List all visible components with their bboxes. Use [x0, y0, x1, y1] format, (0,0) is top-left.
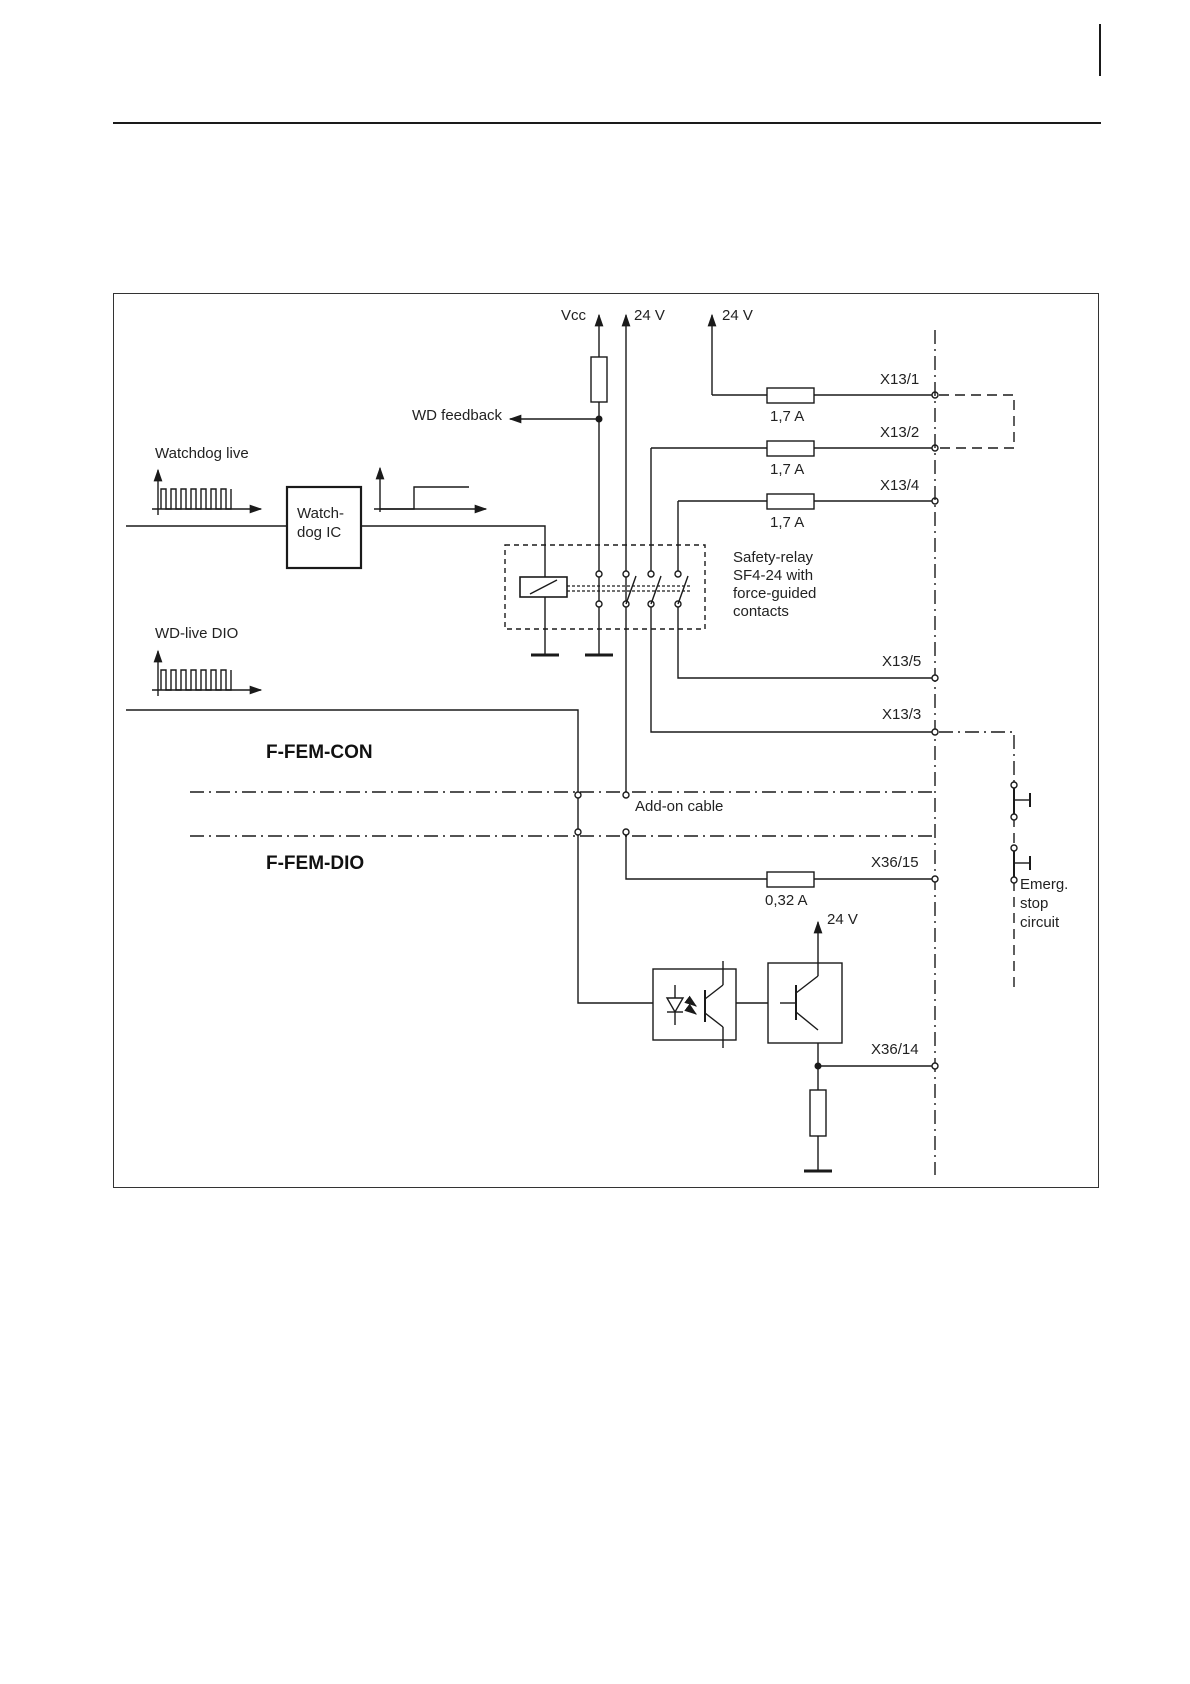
label-relay-2: SF4-24 with: [733, 567, 813, 584]
relay-contacts: [596, 571, 688, 655]
label-fuse-2: 1,7 A: [770, 461, 804, 478]
label-x36-14: X36/14: [871, 1041, 919, 1058]
label-fuse-4: 0,32 A: [765, 892, 808, 909]
label-x13-2: X13/2: [880, 424, 919, 441]
label-relay-1: Safety-relay: [733, 549, 814, 566]
watchdog-live-pulse: [152, 470, 261, 515]
wd-live-dio-pulse: [152, 651, 261, 696]
label-fuse-3: 1,7 A: [770, 514, 804, 531]
label-wd-live-dio: WD-live DIO: [155, 625, 238, 642]
pullup-resistor: [591, 357, 607, 402]
optocoupler: [653, 961, 736, 1048]
label-x13-5: X13/5: [882, 653, 921, 670]
label-x13-1: X13/1: [880, 371, 919, 388]
label-f-fem-dio: F-FEM-DIO: [266, 853, 364, 874]
label-x13-3: X13/3: [882, 706, 921, 723]
label-relay-3: force-guided: [733, 585, 816, 602]
label-addon-cable: Add-on cable: [635, 798, 723, 815]
label-vcc: Vcc: [561, 307, 587, 324]
label-wd-feedback: WD feedback: [412, 407, 503, 424]
safety-relay-block: [505, 545, 705, 629]
bridge-x13-1-x13-2: [939, 395, 1014, 448]
label-emerg-3: circuit: [1020, 914, 1060, 931]
pulldown-resistor: [810, 1090, 826, 1136]
output-transistor: [768, 963, 842, 1043]
label-24v-a: 24 V: [634, 307, 665, 324]
fuse-x13-1: [767, 388, 814, 403]
emergency-stop-button-a: [1011, 782, 1030, 820]
label-24v-b: 24 V: [722, 307, 753, 324]
label-watchdog-ic-1: Watch-: [297, 505, 344, 522]
fuse-x36-15: [767, 872, 814, 887]
fuse-x13-2: [767, 441, 814, 456]
label-x13-4: X13/4: [880, 477, 919, 494]
label-f-fem-con: F-FEM-CON: [266, 742, 373, 763]
label-watchdog-live: Watchdog live: [155, 445, 249, 462]
label-watchdog-ic-2: dog IC: [297, 524, 341, 541]
label-emerg-2: stop: [1020, 895, 1048, 912]
fuse-x13-4: [767, 494, 814, 509]
label-x36-15: X36/15: [871, 854, 919, 871]
label-fuse-1: 1,7 A: [770, 408, 804, 425]
watchdog-output-signal: [374, 468, 486, 512]
label-emerg-1: Emerg.: [1020, 876, 1068, 893]
label-24v-c: 24 V: [827, 911, 858, 928]
label-relay-4: contacts: [733, 603, 789, 620]
